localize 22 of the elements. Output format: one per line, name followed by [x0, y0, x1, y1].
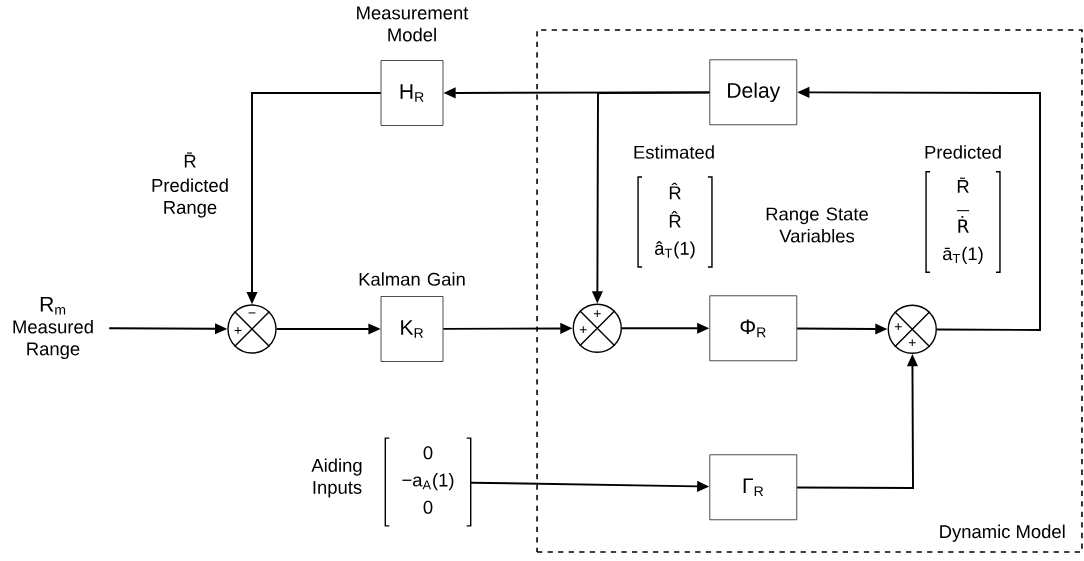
transfer-block: Delay: [709, 59, 798, 126]
vector-heading: Predicted: [925, 145, 1001, 159]
input-label: R$_{m}$ Measured Range: [13, 296, 93, 360]
center-label: Range State Variables: [766, 207, 868, 243]
signal-label: Predicted Range: [152, 178, 228, 218]
input-vector: 0 −a$_{A}$(1) 0: [384, 437, 472, 527]
signal-label: R̄: [184, 152, 196, 168]
vector-heading: Estimated: [634, 145, 714, 159]
summing-junction: + +: [572, 303, 622, 353]
transfer-block: K$_{R}$: [380, 296, 444, 362]
transfer-block: Γ$_{R}$: [709, 454, 798, 521]
summing-junction: + +: [887, 304, 937, 354]
block-heading: Kalman Gain: [359, 272, 465, 286]
boundary-label: Dynamic Model: [940, 524, 1065, 542]
state-vector: R̄ Ṙ ā$_{T}$(1): [925, 171, 1001, 273]
state-vector: R̂ R̂ â$_{T}$(1): [637, 176, 713, 268]
transfer-block: H$_{R}$: [380, 60, 444, 126]
summing-junction: + −: [227, 304, 277, 354]
input-label: Aiding Inputs: [311, 458, 362, 498]
dashed-boundary: [536, 29, 1083, 553]
block-heading: Measurement Model: [357, 6, 469, 42]
transfer-block: Φ$_{R}$: [709, 295, 798, 362]
